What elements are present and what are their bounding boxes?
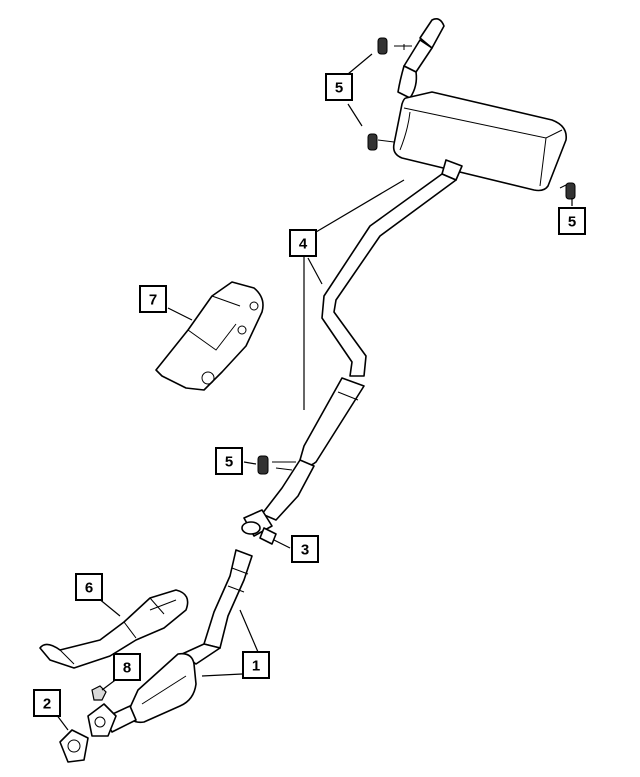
heat-shield-lower — [39, 589, 189, 669]
callout-label: 6 — [85, 580, 93, 597]
callout-label: 3 — [301, 542, 309, 559]
callout-2: 2 — [33, 689, 61, 717]
leader-lines — [55, 53, 573, 731]
muffler-assembly — [377, 18, 569, 192]
callout-8: 8 — [113, 653, 141, 681]
callout-label: 7 — [149, 292, 157, 309]
callout-5-top: 5 — [325, 73, 353, 101]
clamp — [259, 527, 277, 545]
callout-label: 8 — [123, 660, 131, 677]
callout-5-right: 5 — [558, 207, 586, 235]
callout-label: 2 — [43, 696, 51, 713]
callout-7: 7 — [139, 285, 167, 313]
isolator-muffler-front — [367, 133, 378, 151]
callout-label: 1 — [252, 658, 260, 675]
callout-5-mid: 5 — [215, 447, 243, 475]
isolator-mid — [257, 455, 296, 475]
gasket — [59, 729, 89, 763]
heat-shield-upper — [155, 281, 264, 391]
intermediate-pipe — [241, 173, 457, 537]
callout-label: 4 — [299, 236, 308, 253]
callout-label: 5 — [225, 454, 233, 471]
callout-3: 3 — [291, 535, 319, 563]
callout-label: 5 — [335, 80, 343, 97]
isolator-muffler-right — [565, 182, 576, 200]
converter-front-pipe — [87, 549, 253, 737]
callout-6: 6 — [75, 573, 103, 601]
callout-4: 4 — [289, 229, 317, 257]
callout-label: 5 — [568, 214, 576, 231]
isolator-top — [377, 37, 388, 55]
callout-1: 1 — [242, 651, 270, 679]
